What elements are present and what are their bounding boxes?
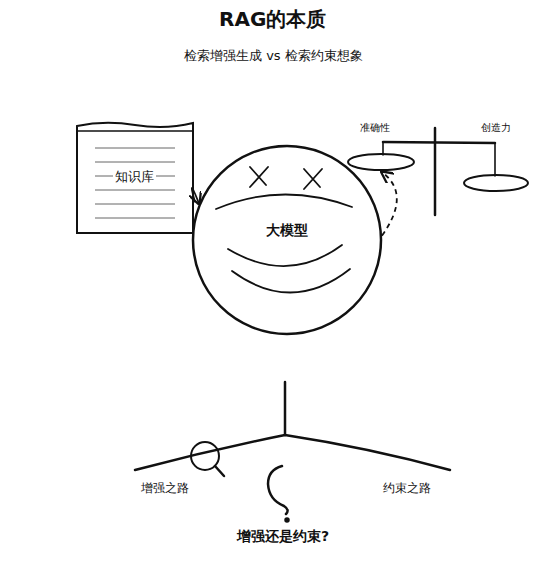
document-text-line [95, 162, 175, 163]
scale-pan-node: 准确性 [345, 120, 417, 172]
face-eye [304, 169, 322, 189]
magnifier-handle [215, 466, 224, 476]
document-text-line [95, 148, 175, 149]
label-text: 检索增强生成 vs 检索约束想象 [184, 49, 363, 64]
face-eye [250, 167, 268, 187]
flow-arrow [382, 172, 397, 236]
node-outline [192, 145, 382, 335]
scale-pan [348, 154, 414, 170]
document-header-line [77, 130, 193, 132]
fork-road [135, 382, 450, 470]
diagram-title: RAG的本质 [219, 8, 326, 31]
magnifier-icon [191, 442, 224, 476]
document-text-line [95, 190, 175, 191]
document-text-line [95, 218, 175, 219]
diagram-caption: 增强还是约束? [237, 528, 329, 544]
question-dot [286, 519, 289, 522]
road-stem [284, 382, 287, 435]
scale-beam [383, 142, 495, 143]
question-mark-icon [268, 466, 289, 522]
document-text-line [95, 204, 175, 205]
node-text: 准确性 [358, 122, 392, 134]
scale-post [434, 128, 437, 215]
question-curve [268, 466, 288, 514]
node-text: 知识库 [113, 170, 156, 185]
scale-pan-node: 创造力 [462, 120, 530, 193]
balance-scale [383, 128, 495, 215]
scale-hanger [494, 143, 496, 176]
node-text: 创造力 [479, 122, 513, 134]
model-circle-node: 大模型 [192, 145, 382, 335]
model-circle [193, 146, 381, 334]
face-smile [228, 245, 342, 266]
label-text: 增强之路 [141, 482, 189, 496]
model-face [216, 167, 352, 293]
scale-pan [464, 175, 528, 191]
face-smile [232, 269, 350, 293]
road-right [285, 435, 450, 470]
node-text: 大模型 [264, 222, 310, 238]
face-brow [216, 194, 352, 209]
label-text: 约束之路 [383, 482, 431, 496]
road-left [135, 435, 285, 470]
document-outline [77, 123, 193, 233]
knowledge-base-document: 知识库 [75, 120, 195, 235]
